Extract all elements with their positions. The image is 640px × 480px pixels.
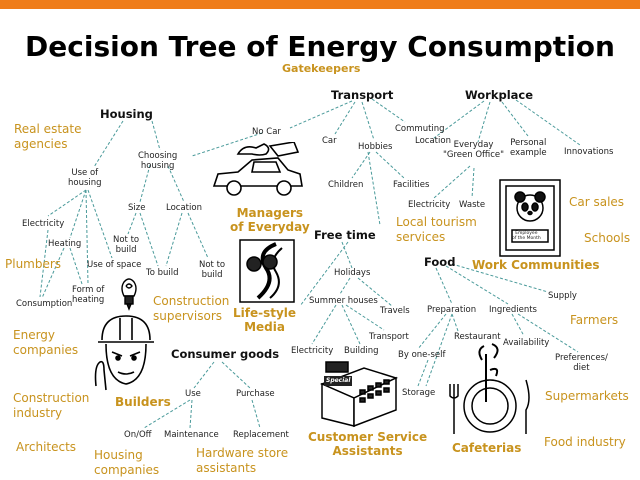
gatekeeper-energy-companies: Energy companies [13,328,79,357]
gatekeeper-plumbers: Plumbers [5,257,62,271]
node-on-off: On/Off [124,430,152,440]
node-location-housing: Location [166,203,202,213]
group-managers-of-everyday: Managers of Everyday [230,206,310,234]
page-title: Decision Tree of Energy Consumption [25,30,615,63]
gatekeeper-supermarkets: Supermarkets [545,389,629,403]
heading-free-time: Free time [314,228,376,242]
node-availability: Availability [503,338,550,348]
node-storage: Storage [402,388,436,398]
heading-food: Food [424,255,456,269]
plate-with-cutlery-illustration [449,343,530,434]
node-waste: Waste [459,200,486,210]
heading-workplace: Workplace [465,88,534,102]
car-with-family-illustration [212,142,303,196]
node-children: Children [328,180,364,190]
till-sign: Special [324,376,353,386]
gatekeeper-schools: Schools [584,231,631,245]
node-travels: Travels [380,306,410,316]
node-no-car: No Car [252,127,281,137]
cash-register-illustration [320,361,399,428]
node-restaurant: Restaurant [454,332,501,342]
node-maintenance: Maintenance [164,430,219,440]
node-use-of-housing: Use of housing [68,168,102,188]
node-form-of-heating: Form of heating [72,285,105,305]
node-electricity-housing: Electricity [22,219,65,229]
node-building: Building [344,346,379,356]
node-ingredients: Ingredients [489,305,537,315]
node-heating: Heating [48,239,82,249]
heading-transport: Transport [331,88,394,102]
node-car: Car [322,136,337,146]
gatekeeper-food-industry: Food industry [544,435,626,449]
node-replacement: Replacement [233,430,289,440]
group-customer-service: Customer Service Assistants [308,430,428,458]
group-work-communities: Work Communities [472,258,600,272]
node-location-work: Location [415,136,451,146]
node-preparation: Preparation [427,305,477,315]
node-not-to-build-1: Not to build [113,235,140,255]
node-supply: Supply [548,291,577,301]
builder-with-hardhat-illustration [94,315,154,391]
gatekeeper-local-tourism: Local tourism services [396,215,477,244]
gatekeeper-architects: Architects [16,440,77,454]
node-purchase: Purchase [236,389,275,399]
node-innovations: Innovations [564,147,614,157]
node-not-to-build-2: Not to build [199,260,226,280]
node-transport-free: Transport [369,332,409,342]
node-hobbies: Hobbies [358,142,393,152]
gatekeepers-subtitle: Gatekeepers [282,62,361,75]
node-consumption: Consumption [16,299,73,309]
node-choosing-housing: Choosing housing [138,151,178,171]
group-cafeterias: Cafeterias [452,441,522,455]
gatekeeper-construction-supervisors: Construction supervisors [153,294,230,323]
node-commuting: Commuting [395,124,445,134]
node-facilities: Facilities [393,180,430,190]
employee-of-the-month-poster-illustration [499,179,561,257]
node-personal-example: Personal example [510,138,547,158]
node-size: Size [128,203,146,213]
heading-housing: Housing [100,107,153,121]
node-use-of-space: Use of space [87,260,142,270]
node-to-build: To build [146,268,179,278]
magazine-with-sunglasses-illustration [239,239,295,303]
gatekeeper-real-estate: Real estate agencies [14,122,82,151]
gatekeeper-hardware-store: Hardware store assistants [196,446,289,475]
poster-caption: Employee of the Month [512,231,541,241]
node-summer-houses: Summer houses [309,296,378,306]
gatekeeper-housing-companies: Housing companies [94,448,160,477]
node-preferences-diet: Preferences/ diet [555,353,608,373]
top-accent-bar [0,0,640,9]
node-electricity-free: Electricity [291,346,334,356]
node-electricity-work: Electricity [408,200,451,210]
node-holidays: Holidays [334,268,371,278]
node-by-one-self: By one-self [398,350,446,360]
heading-consumer-goods: Consumer goods [171,347,280,361]
node-use: Use [185,389,201,399]
gatekeeper-car-sales: Car sales [569,195,625,209]
node-everyday-green-office: Everyday "Green Office" [443,140,505,160]
gatekeeper-farmers: Farmers [570,313,619,327]
group-life-style-media: Life-style Media [233,306,297,334]
light-bulb-icon [121,278,137,311]
group-builders: Builders [115,395,171,409]
gatekeeper-construction-industry: Construction industry [13,391,90,420]
